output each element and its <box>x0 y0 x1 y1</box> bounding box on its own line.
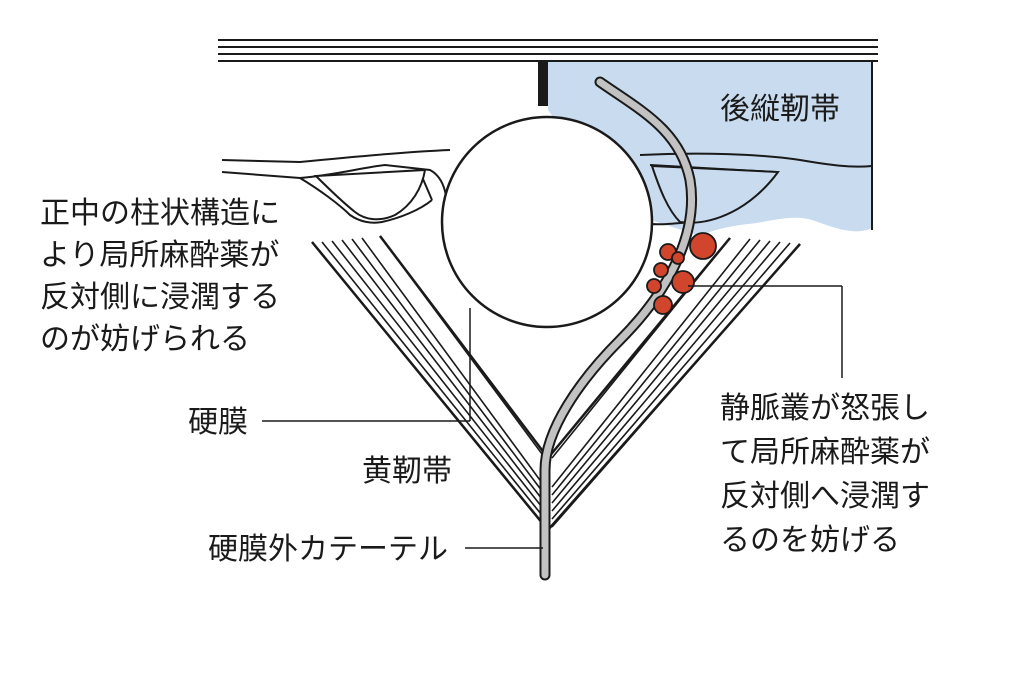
catheter-label: 硬膜外カテーテル <box>208 532 448 567</box>
venous-plexus-line-3: 反対側へ浸潤す <box>720 479 930 514</box>
median-septum <box>538 62 548 106</box>
median-structure-line-3: 反対側に浸潤する <box>40 280 280 315</box>
dural-sac <box>440 115 654 329</box>
median-structure-line-2: より局所麻酔薬が <box>40 238 279 273</box>
venous-plexus-line-2: て局所麻酔薬が <box>720 435 930 470</box>
median-structure-line-1: 正中の柱状構造に <box>40 196 280 231</box>
posterior-ligament-label: 後縦靭帯 <box>720 92 840 127</box>
left-membrane <box>221 149 451 226</box>
venous-plexus <box>646 232 717 315</box>
epidural-catheter-fill <box>541 78 695 579</box>
leader-lines <box>262 285 843 549</box>
left-cavity <box>313 168 427 221</box>
ligamentum-flavum-label: 黄靭帯 <box>362 454 452 489</box>
right-cavity <box>650 164 780 224</box>
venous-plexus-line-1: 静脈叢が怒張し <box>720 391 930 426</box>
venous-plexus-line-4: るのを妨げる <box>720 523 900 558</box>
vertebra-top-lines <box>218 39 878 62</box>
median-structure-line-4: のが妨げられる <box>40 322 250 357</box>
dura-label: 硬膜 <box>188 405 248 440</box>
